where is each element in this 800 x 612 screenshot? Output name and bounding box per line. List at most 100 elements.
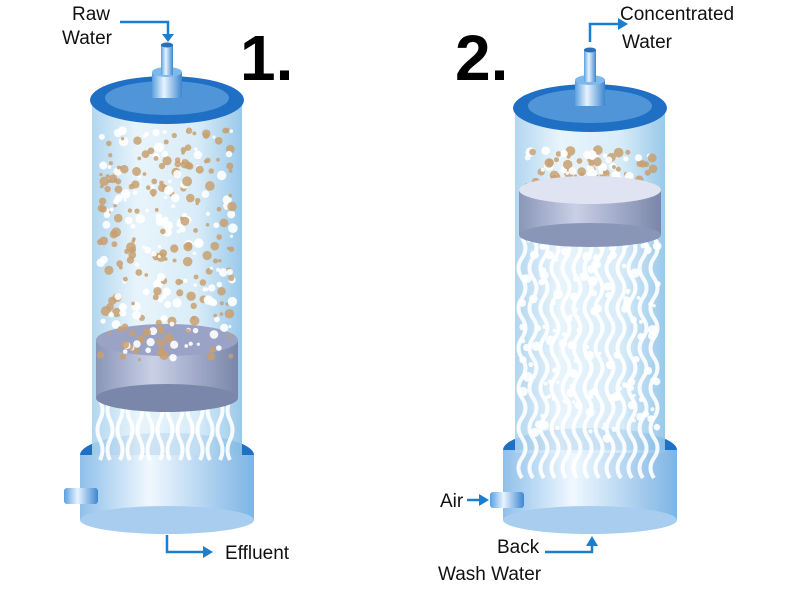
particle [652, 304, 656, 308]
particle [116, 165, 121, 170]
particle [555, 151, 562, 157]
particle [124, 216, 133, 225]
fiber [648, 236, 660, 480]
particle [126, 242, 136, 253]
particle [108, 153, 113, 158]
fiber [615, 236, 627, 480]
particle [586, 265, 596, 274]
fiber [549, 236, 561, 480]
particle [185, 242, 193, 250]
particle [138, 175, 142, 179]
particle [229, 129, 234, 134]
particle [553, 289, 564, 300]
particle [184, 344, 189, 348]
particle [153, 279, 163, 290]
outlet-pipe [584, 50, 596, 82]
particle [109, 230, 118, 239]
particle [228, 353, 234, 359]
particle [116, 260, 124, 268]
particle [151, 178, 158, 185]
particle [529, 294, 538, 304]
air-pipe [490, 492, 524, 508]
particle [653, 239, 659, 245]
particle [131, 239, 135, 243]
particle [227, 210, 236, 219]
particle [524, 154, 531, 161]
particle [225, 150, 233, 158]
particle [140, 338, 146, 343]
particle [563, 159, 573, 170]
fiber [637, 236, 649, 480]
particle [538, 278, 545, 286]
particle [543, 381, 548, 386]
particle [214, 316, 220, 323]
particle [195, 197, 201, 204]
particle [227, 201, 237, 212]
particle [623, 156, 629, 162]
particle [122, 276, 128, 282]
particle [542, 324, 547, 330]
particle [107, 165, 112, 169]
particle [192, 327, 199, 334]
particle [98, 133, 105, 140]
particle [120, 189, 131, 199]
particle [615, 166, 621, 172]
particle [149, 327, 158, 336]
particle [648, 331, 657, 341]
particle [587, 150, 597, 160]
particle [652, 241, 662, 251]
particle [545, 250, 555, 260]
particle [560, 149, 568, 158]
particle [216, 281, 223, 288]
particle [119, 353, 126, 360]
particle [644, 169, 651, 176]
particle [601, 426, 606, 431]
particle [154, 208, 159, 212]
particle [629, 316, 637, 324]
particle [551, 396, 556, 401]
particle [648, 301, 654, 307]
fiber [626, 236, 638, 480]
particles [96, 126, 238, 362]
particle [213, 313, 218, 318]
particle [112, 307, 122, 318]
concentrated-label-2: Water [622, 32, 673, 53]
particle [569, 369, 579, 379]
particle [227, 296, 238, 307]
particle [111, 320, 121, 329]
raw-water-label-2: Water [62, 28, 113, 49]
particle [160, 315, 168, 323]
particle [540, 413, 545, 418]
particle [551, 301, 556, 306]
particle [523, 343, 531, 352]
particle [572, 307, 578, 313]
particle [219, 312, 224, 316]
particle [153, 155, 159, 161]
particle [133, 136, 142, 145]
particle [205, 157, 211, 164]
particle [106, 140, 112, 147]
particle [205, 211, 211, 216]
particle [159, 249, 168, 258]
particle [602, 433, 612, 443]
particle [99, 176, 109, 187]
particle [185, 328, 191, 334]
particle [588, 160, 595, 167]
particle [566, 154, 571, 159]
particle [96, 351, 105, 359]
particle [113, 128, 123, 138]
particle [183, 278, 188, 283]
particle [209, 266, 213, 270]
particle [105, 174, 110, 179]
particle [111, 241, 118, 248]
particle [202, 250, 212, 261]
effluent-arrow [165, 535, 205, 554]
particle [630, 268, 640, 278]
particle [174, 157, 181, 163]
particle [159, 180, 164, 186]
particle [131, 301, 135, 306]
particle [163, 139, 169, 145]
particle [145, 208, 149, 213]
particle [179, 226, 186, 233]
particle [119, 309, 127, 317]
